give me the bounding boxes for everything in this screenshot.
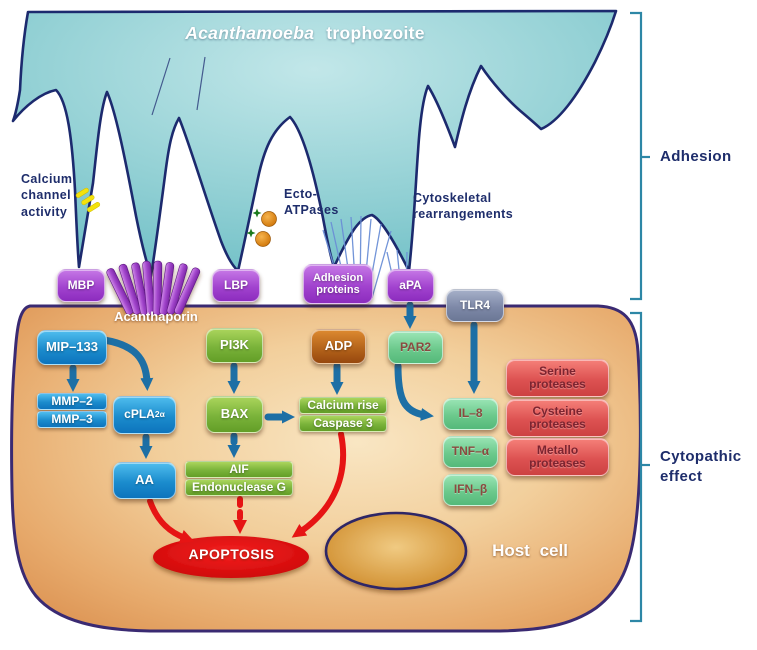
diagram-title: Acanthamoeba trophozoite — [145, 23, 465, 44]
mbp-receptor-box: MBP — [57, 269, 105, 302]
serine-proteases-box: Serine proteases — [506, 359, 609, 397]
mmp3-box: MMP–3 — [37, 411, 107, 428]
signal-arrows-teal — [66, 301, 481, 459]
adp-box: ADP — [311, 329, 366, 364]
section-brackets — [630, 11, 650, 623]
tnf-alpha-box: TNF–α — [443, 436, 498, 468]
title-genus: Acanthamoeba — [185, 23, 315, 43]
apoptosis-label: APOPTOSIS — [188, 546, 275, 562]
mip133-box: MIP–133 — [37, 330, 107, 365]
title-stage: trophozoite — [326, 23, 425, 43]
pi3k-box: PI3K — [206, 328, 263, 363]
amoeba-interior-filament-lines — [151, 56, 206, 116]
tlr4-receptor-box: TLR4 — [446, 289, 504, 322]
il8-box: IL–8 — [443, 398, 498, 430]
acanthaporin-label: Acanthaporin — [114, 309, 198, 324]
apoptosis-ellipse — [153, 536, 309, 578]
ecto-atpases-label: Ecto-ATPases — [284, 187, 339, 218]
calcium-rise-box: Calcium rise — [299, 397, 387, 414]
calcium-channel-label: Calcium channel activity — [21, 172, 73, 219]
metallo-proteases-box: Metallo proteases — [506, 438, 609, 476]
cytopathic-bracket-label: Cytopathic effect — [660, 448, 742, 486]
amoeba-shape — [11, 9, 618, 278]
bax-box: BAX — [206, 396, 263, 433]
aa-box: AA — [113, 462, 176, 499]
par2-box: PAR2 — [388, 331, 443, 364]
cysteine-proteases-box: Cysteine proteases — [506, 399, 609, 437]
aif-box: AIF — [185, 461, 293, 478]
cpla2a-label: cPLA — [124, 407, 155, 422]
apa-receptor-box: aPA — [387, 269, 434, 302]
calcium-channel-icon — [75, 187, 101, 213]
ifn-beta-box: IFN–β — [443, 474, 498, 506]
lbp-receptor-box: LBP — [212, 269, 260, 302]
cpla2a-subscript: 2α — [154, 409, 165, 420]
endonuclease-g-box: Endonuclease G — [185, 479, 293, 496]
caspase3-box: Caspase 3 — [299, 415, 387, 432]
adhesion-bracket-label: Adhesion — [660, 148, 732, 165]
apoptosis-arrows-red — [147, 431, 347, 544]
mmp2-box: MMP–2 — [37, 393, 107, 410]
adhesion-proteins-box: Adhesion proteins — [303, 264, 373, 304]
nucleus — [324, 511, 468, 591]
acanthaporin-channel-icon — [106, 260, 201, 316]
ecto-atpase-icon — [246, 208, 277, 247]
host-cell-label: Host cell — [492, 541, 568, 560]
cytoskeletal-label: Cytoskeletal rearrangements — [413, 191, 514, 222]
